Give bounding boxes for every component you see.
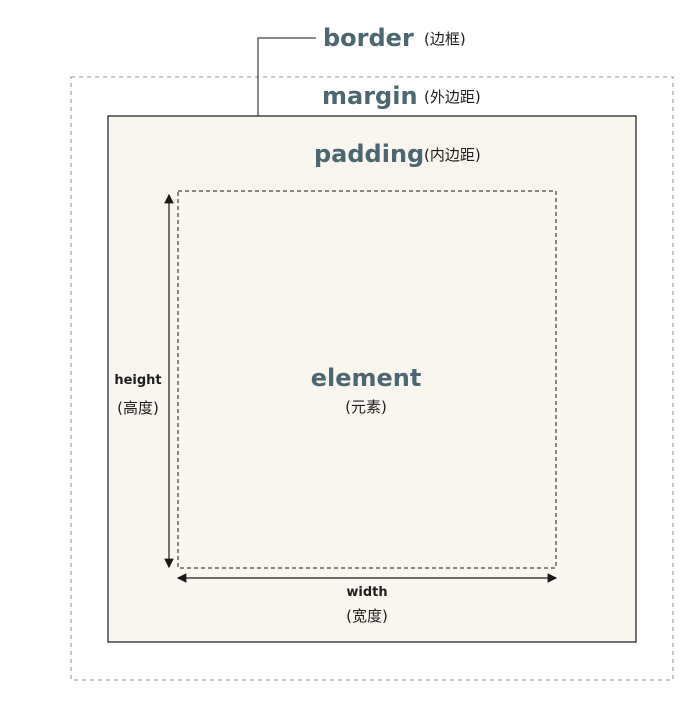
- border-callout-line: [257, 37, 316, 116]
- margin-box: [70, 76, 674, 681]
- padding-note: (内边距): [424, 146, 481, 164]
- margin-label: margin: [322, 82, 418, 110]
- border-box: [107, 115, 637, 643]
- width-note: (宽度): [346, 607, 388, 625]
- height-label: height: [114, 373, 161, 388]
- element-note: (元素): [345, 398, 387, 416]
- height-note: (高度): [117, 399, 159, 417]
- border-label: border: [323, 24, 414, 52]
- content-box: [177, 190, 557, 569]
- margin-note: (外边距): [424, 88, 481, 106]
- border-note: (边框): [424, 30, 466, 48]
- width-label: width: [346, 585, 387, 600]
- element-label: element: [311, 364, 422, 392]
- padding-label: padding: [314, 140, 424, 168]
